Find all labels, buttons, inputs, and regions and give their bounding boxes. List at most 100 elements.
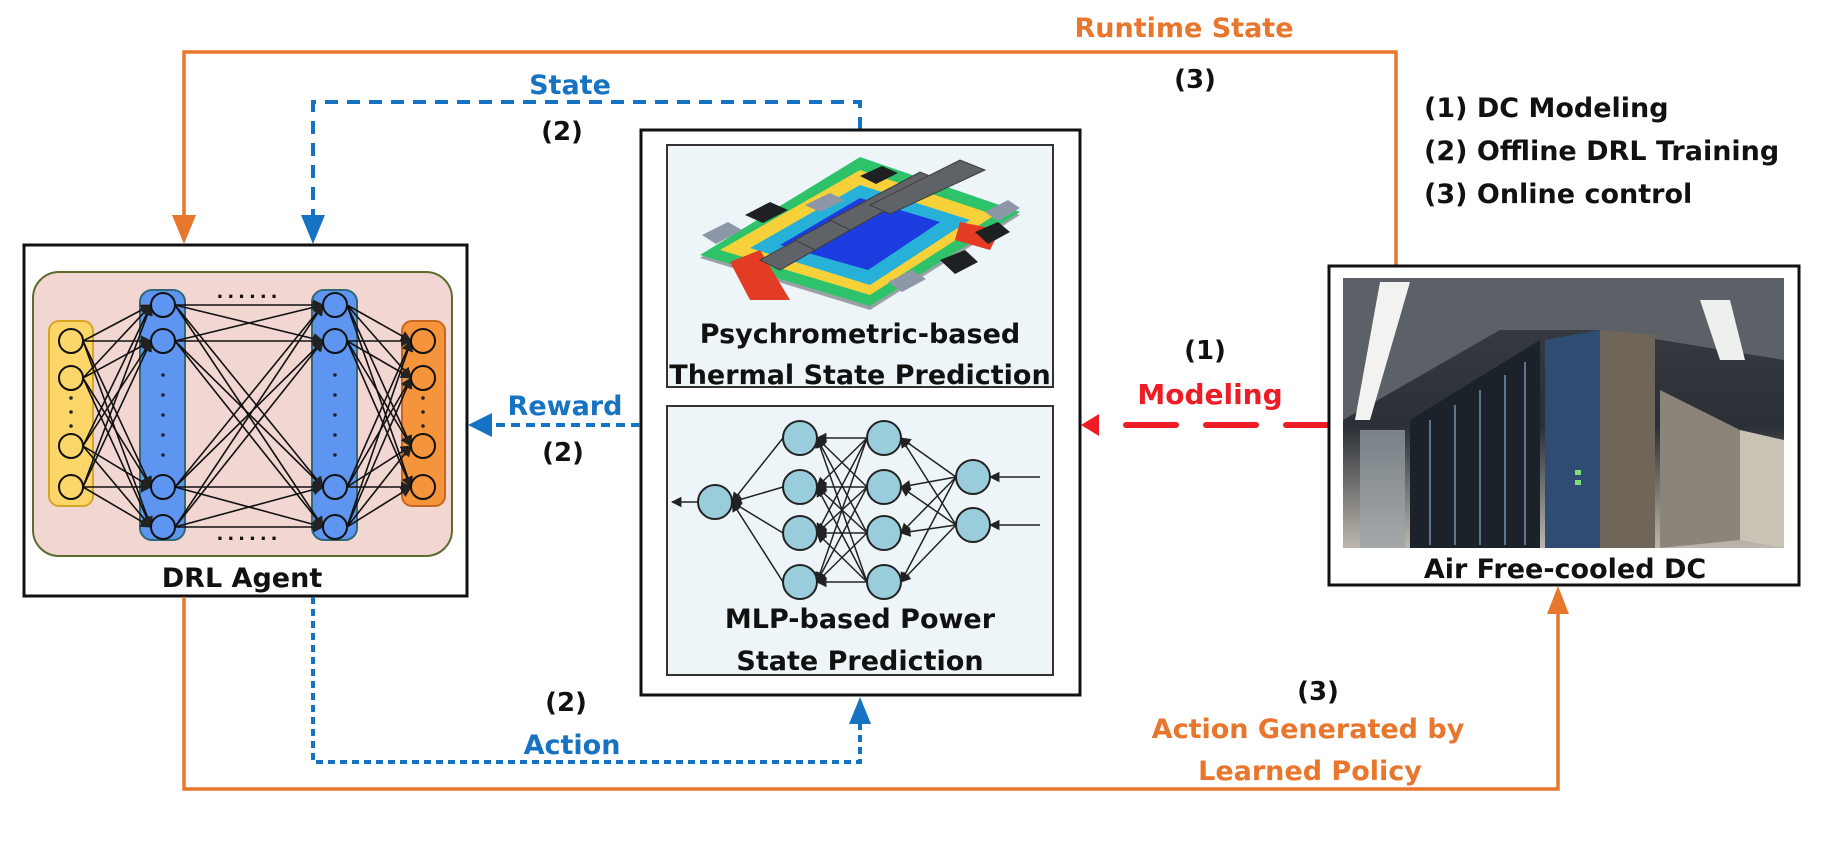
runtime-state-label: Runtime State — [1074, 13, 1293, 44]
reward-edge — [468, 413, 640, 437]
connection-edge — [82, 304, 152, 342]
ellipsis-dot — [161, 453, 165, 457]
connection-edge — [82, 340, 152, 379]
connection-edge — [174, 484, 325, 528]
mlp-connections — [670, 432, 1040, 588]
drl-agent-label: DRL Agent — [162, 563, 323, 594]
legend-item-dc-modeling: (1) DC Modeling — [1424, 93, 1669, 124]
arrow-head-icon — [468, 413, 492, 437]
ellipsis-dot — [69, 410, 73, 414]
ellipsis-dot — [333, 413, 337, 417]
neuron-node — [410, 474, 436, 500]
connection-edge — [82, 445, 152, 488]
ellipsis-dot — [333, 433, 337, 437]
policy-action-edge — [182, 586, 1569, 791]
policy-action-step: (3) — [1297, 677, 1339, 707]
connection-edge — [82, 486, 152, 528]
neuron-node — [697, 484, 733, 520]
connection-edge — [174, 301, 325, 342]
neuron-node — [322, 474, 348, 500]
power-model-label-line1: MLP-based Power — [725, 604, 996, 635]
neuron-node — [150, 328, 176, 354]
connection-edge — [346, 304, 412, 448]
mlp-neurons — [697, 420, 991, 600]
connection-edge — [346, 445, 412, 488]
neuron-node — [955, 507, 991, 543]
ellipsis-dot — [161, 413, 165, 417]
connection-edge — [346, 339, 413, 488]
thermal-model-box: Psychrometric-based Thermal State Predic… — [666, 144, 1054, 391]
connection-edge — [900, 524, 957, 583]
ellipsis-dot — [69, 396, 73, 400]
ellipsis-dot — [333, 453, 337, 457]
power-model-box: MLP-based Power State Prediction — [666, 405, 1054, 677]
connection-edge — [346, 304, 412, 342]
connection-edge — [815, 437, 868, 583]
connection-edge — [346, 339, 414, 528]
connection-edge — [82, 303, 152, 447]
neuron-node — [58, 433, 84, 459]
connection-edge — [82, 339, 152, 488]
connection-edge — [900, 486, 957, 526]
reward-label: Reward — [508, 391, 623, 422]
connection-edge — [174, 340, 324, 528]
action-step: (2) — [545, 688, 587, 718]
neuron-node — [150, 474, 176, 500]
ellipsis-dot — [421, 424, 425, 428]
neuron-node — [150, 292, 176, 318]
connection-edge — [900, 437, 957, 526]
state-step: (2) — [541, 117, 583, 147]
connection-edge — [816, 486, 868, 583]
thermal-model-label-line2: Thermal State Prediction — [669, 360, 1050, 391]
connection-edge — [731, 501, 784, 583]
ellipsis-dot — [161, 393, 165, 397]
connection-edge — [82, 377, 152, 488]
connection-edge — [82, 303, 153, 488]
connection-edge — [346, 445, 412, 528]
connection-edge — [174, 304, 324, 528]
neuron-node — [782, 420, 818, 456]
action-label: Action — [524, 730, 621, 761]
neuron-node — [782, 564, 818, 600]
action-edge — [311, 597, 871, 764]
connection-edge — [346, 486, 412, 528]
ellipsis-dot — [333, 393, 337, 397]
datacenter-label: Air Free-cooled DC — [1424, 554, 1706, 585]
power-model-label-line2: State Prediction — [736, 646, 983, 677]
neuron-node — [322, 514, 348, 540]
arrow-head-icon — [849, 697, 871, 724]
connection-edge — [82, 304, 152, 379]
drl-agent-box: ...... ...... — [22, 243, 469, 598]
neuron-node — [410, 365, 436, 391]
ellipsis-dot — [421, 410, 425, 414]
ellipsis-bottom: ...... — [216, 524, 281, 545]
neuron-node — [322, 292, 348, 318]
neuron-node — [58, 365, 84, 391]
legend: (1) DC Modeling (2) Offline DRL Training… — [1424, 93, 1779, 210]
thermal-cfd-image — [700, 157, 1020, 310]
neuron-node — [866, 515, 902, 551]
ellipsis-top: ...... — [216, 282, 281, 303]
modeling-edge — [1081, 414, 1339, 436]
state-label: State — [529, 70, 611, 101]
drl-connections — [82, 299, 414, 533]
thermal-model-label-line1: Psychrometric-based — [700, 319, 1020, 350]
legend-item-offline-training: (2) Offline DRL Training — [1424, 136, 1779, 167]
ellipsis-dot — [69, 424, 73, 428]
neuron-node — [410, 433, 436, 459]
connection-edge — [346, 376, 413, 528]
connection-edge — [174, 340, 324, 488]
connection-edge — [174, 304, 324, 488]
neuron-node — [782, 515, 818, 551]
connection-edge — [900, 476, 957, 534]
neuron-node — [955, 459, 991, 495]
ellipsis-dot — [333, 373, 337, 377]
runtime-state-edge — [172, 50, 1398, 265]
connection-edge — [346, 304, 413, 489]
connection-edge — [346, 340, 412, 447]
connection-edge — [816, 437, 868, 534]
neuron-node — [866, 420, 902, 456]
modeling-label: Modeling — [1137, 378, 1282, 411]
legend-item-online-control: (3) Online control — [1424, 179, 1692, 210]
neuron-node — [58, 474, 84, 500]
